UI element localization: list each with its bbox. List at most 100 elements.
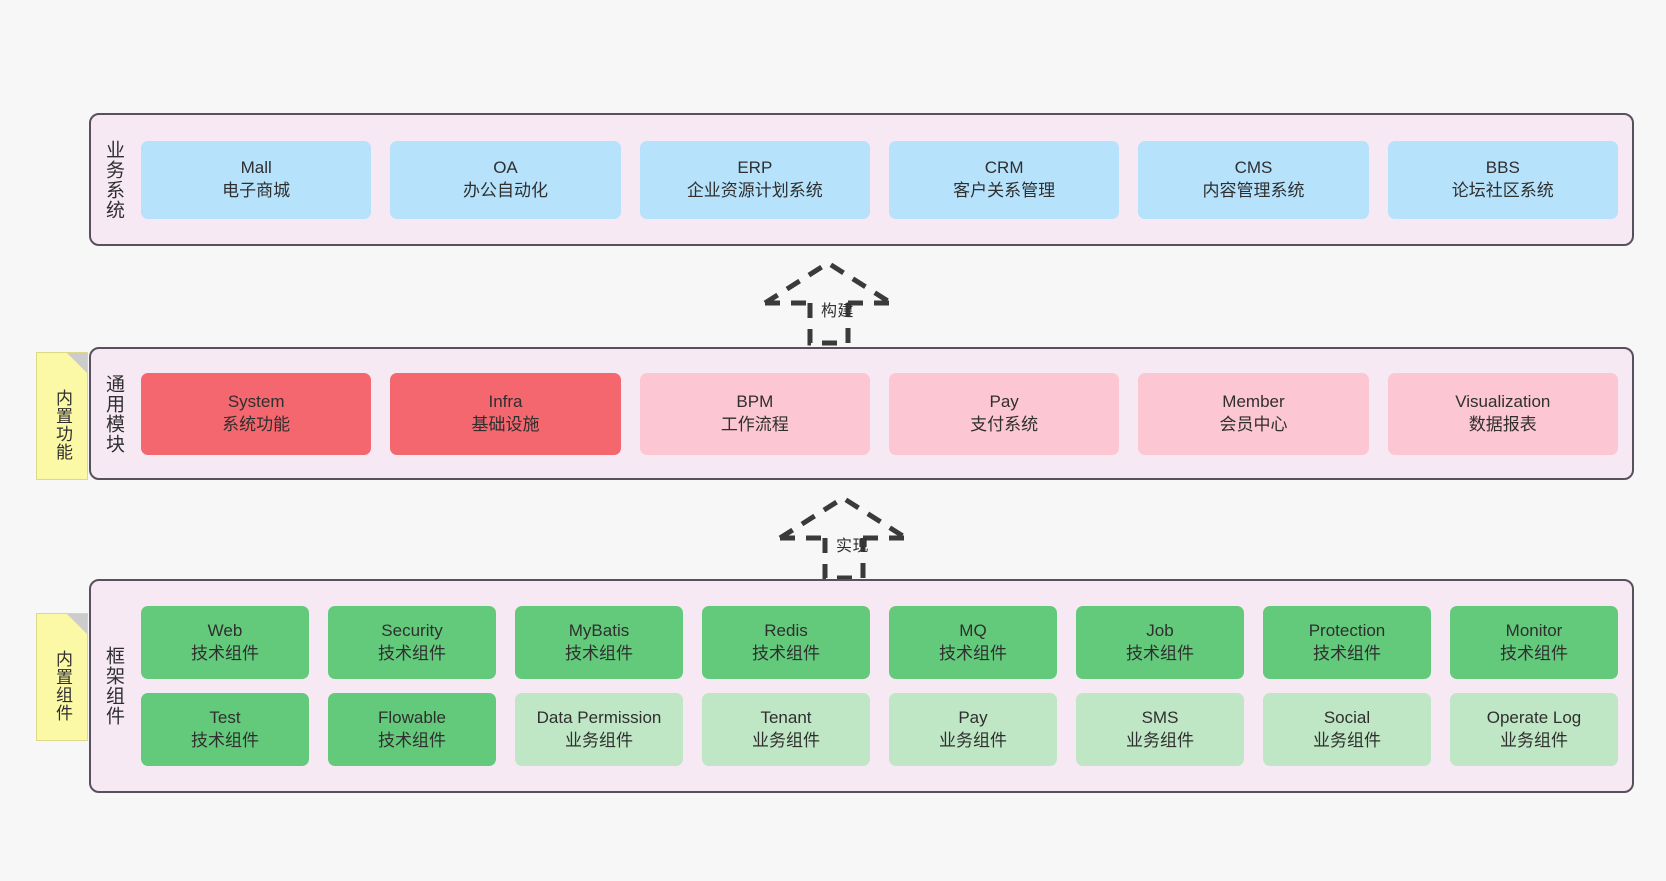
card-subtitle: 技术组件 — [1313, 643, 1381, 663]
card-subtitle: 技术组件 — [191, 730, 259, 750]
card-erp[interactable]: ERP 企业资源计划系统 — [639, 140, 870, 219]
layer-common-module: 通用模块 System 系统功能 Infra 基础设施 BPM 工作流程 Pay… — [89, 347, 1634, 480]
card-subtitle: 客户关系管理 — [953, 180, 1056, 200]
card-row: Web 技术组件 Security 技术组件 MyBatis 技术组件 Redi… — [141, 606, 1618, 679]
card-security[interactable]: Security 技术组件 — [328, 606, 496, 679]
card-subtitle: 内容管理系统 — [1202, 180, 1305, 200]
card-title: Member — [1222, 392, 1285, 412]
card-title: Security — [381, 621, 443, 641]
card-title: OA — [493, 158, 518, 178]
card-row: System 系统功能 Infra 基础设施 BPM 工作流程 Pay 支付系统… — [141, 372, 1618, 455]
card-subtitle: 业务组件 — [1126, 730, 1194, 750]
card-title: Monitor — [1505, 621, 1563, 641]
card-flowable[interactable]: Flowable 技术组件 — [328, 693, 496, 766]
card-title: CMS — [1234, 158, 1273, 178]
card-crm[interactable]: CRM 客户关系管理 — [888, 140, 1120, 219]
card-subtitle: 业务组件 — [1500, 730, 1568, 750]
card-title: BPM — [736, 392, 774, 412]
card-oa[interactable]: OA 办公自动化 — [390, 140, 621, 219]
card-title: Web — [207, 621, 243, 641]
card-protection[interactable]: Protection 技术组件 — [1263, 606, 1431, 679]
card-title: Flowable — [377, 708, 447, 728]
card-subtitle: 技术组件 — [939, 643, 1007, 663]
card-subtitle: 会员中心 — [1219, 414, 1288, 434]
card-test[interactable]: Test 技术组件 — [141, 693, 309, 766]
card-title: Tenant — [760, 708, 812, 728]
note-builtin-function: 内置功能 — [36, 352, 88, 480]
card-subtitle: 电子商城 — [222, 180, 291, 200]
card-subtitle: 技术组件 — [565, 643, 633, 663]
layer-body-framework-component: Web 技术组件 Security 技术组件 MyBatis 技术组件 Redi… — [135, 581, 1632, 791]
card-subtitle: 技术组件 — [1126, 643, 1194, 663]
card-title: Operate Log — [1486, 708, 1582, 728]
card-data-permission[interactable]: Data Permission 业务组件 — [515, 693, 683, 766]
card-title: System — [227, 392, 285, 412]
card-subtitle: 工作流程 — [720, 414, 789, 434]
card-row: Mall 电子商城 OA 办公自动化 ERP 企业资源计划系统 CRM 客户关系… — [141, 140, 1618, 219]
card-subtitle: 论坛社区系统 — [1451, 180, 1554, 200]
card-pay[interactable]: Pay 支付系统 — [888, 372, 1120, 455]
card-subtitle: 业务组件 — [1313, 730, 1381, 750]
card-monitor[interactable]: Monitor 技术组件 — [1450, 606, 1618, 679]
layer-body-common-module: System 系统功能 Infra 基础设施 BPM 工作流程 Pay 支付系统… — [135, 349, 1632, 478]
card-title: Mall — [240, 158, 272, 178]
card-subtitle: 业务组件 — [565, 730, 633, 750]
card-bbs[interactable]: BBS 论坛社区系统 — [1387, 140, 1618, 219]
card-infra[interactable]: Infra 基础设施 — [390, 372, 621, 455]
card-job[interactable]: Job 技术组件 — [1076, 606, 1244, 679]
card-title: CRM — [984, 158, 1024, 178]
card-tenant[interactable]: Tenant 业务组件 — [702, 693, 870, 766]
card-redis[interactable]: Redis 技术组件 — [702, 606, 870, 679]
card-mq[interactable]: MQ 技术组件 — [889, 606, 1057, 679]
connector-implement: 实现 — [770, 490, 940, 585]
card-title: ERP — [737, 158, 773, 178]
layer-label-business-system: 业务系统 — [103, 139, 125, 220]
card-operate-log[interactable]: Operate Log 业务组件 — [1450, 693, 1618, 766]
card-title: Pay — [989, 392, 1019, 412]
card-mall[interactable]: Mall 电子商城 — [141, 140, 372, 219]
card-title: Visualization — [1455, 392, 1551, 412]
card-subtitle: 基础设施 — [471, 414, 540, 434]
card-subtitle: 业务组件 — [752, 730, 820, 750]
note-builtin-component: 内置组件 — [36, 613, 88, 741]
card-visualization[interactable]: Visualization 数据报表 — [1387, 372, 1618, 455]
card-row: Test 技术组件 Flowable 技术组件 Data Permission … — [141, 693, 1618, 766]
card-title: Protection — [1308, 621, 1386, 641]
connector-label-implement: 实现 — [836, 538, 870, 555]
card-pay-business[interactable]: Pay 业务组件 — [889, 693, 1057, 766]
card-title: Pay — [958, 708, 988, 728]
card-title: Infra — [488, 392, 523, 412]
card-subtitle: 办公自动化 — [462, 180, 548, 200]
card-social[interactable]: Social 业务组件 — [1263, 693, 1431, 766]
card-title: MQ — [959, 621, 987, 641]
card-title: Redis — [764, 621, 808, 641]
card-cms[interactable]: CMS 内容管理系统 — [1138, 140, 1369, 219]
card-web[interactable]: Web 技术组件 — [141, 606, 309, 679]
card-member[interactable]: Member 会员中心 — [1138, 372, 1369, 455]
card-subtitle: 企业资源计划系统 — [686, 180, 823, 200]
card-title: Social — [1323, 708, 1371, 728]
connector-build: 构建 — [755, 255, 925, 350]
connector-label-build: 构建 — [821, 303, 855, 320]
note-label: 内置功能 — [53, 389, 73, 461]
layer-label-framework-component: 框架组件 — [103, 646, 125, 726]
card-subtitle: 技术组件 — [1500, 643, 1568, 663]
implement-arrow-icon — [778, 495, 908, 581]
card-title: Data Permission — [536, 708, 662, 728]
card-bpm[interactable]: BPM 工作流程 — [639, 372, 870, 455]
card-mybatis[interactable]: MyBatis 技术组件 — [515, 606, 683, 679]
card-system[interactable]: System 系统功能 — [141, 372, 372, 455]
layer-body-business-system: Mall 电子商城 OA 办公自动化 ERP 企业资源计划系统 CRM 客户关系… — [135, 115, 1632, 244]
card-subtitle: 技术组件 — [378, 643, 446, 663]
card-subtitle: 技术组件 — [752, 643, 820, 663]
layer-label-common-module: 通用模块 — [103, 373, 125, 454]
card-title: BBS — [1485, 158, 1520, 178]
card-subtitle: 支付系统 — [970, 414, 1039, 434]
card-sms[interactable]: SMS 业务组件 — [1076, 693, 1244, 766]
build-arrow-icon — [763, 260, 893, 346]
layer-framework-component: 框架组件 Web 技术组件 Security 技术组件 MyBatis 技术组件… — [89, 579, 1634, 793]
card-subtitle: 数据报表 — [1468, 414, 1537, 434]
card-subtitle: 技术组件 — [191, 643, 259, 663]
card-subtitle: 技术组件 — [378, 730, 446, 750]
card-title: Test — [209, 708, 241, 728]
